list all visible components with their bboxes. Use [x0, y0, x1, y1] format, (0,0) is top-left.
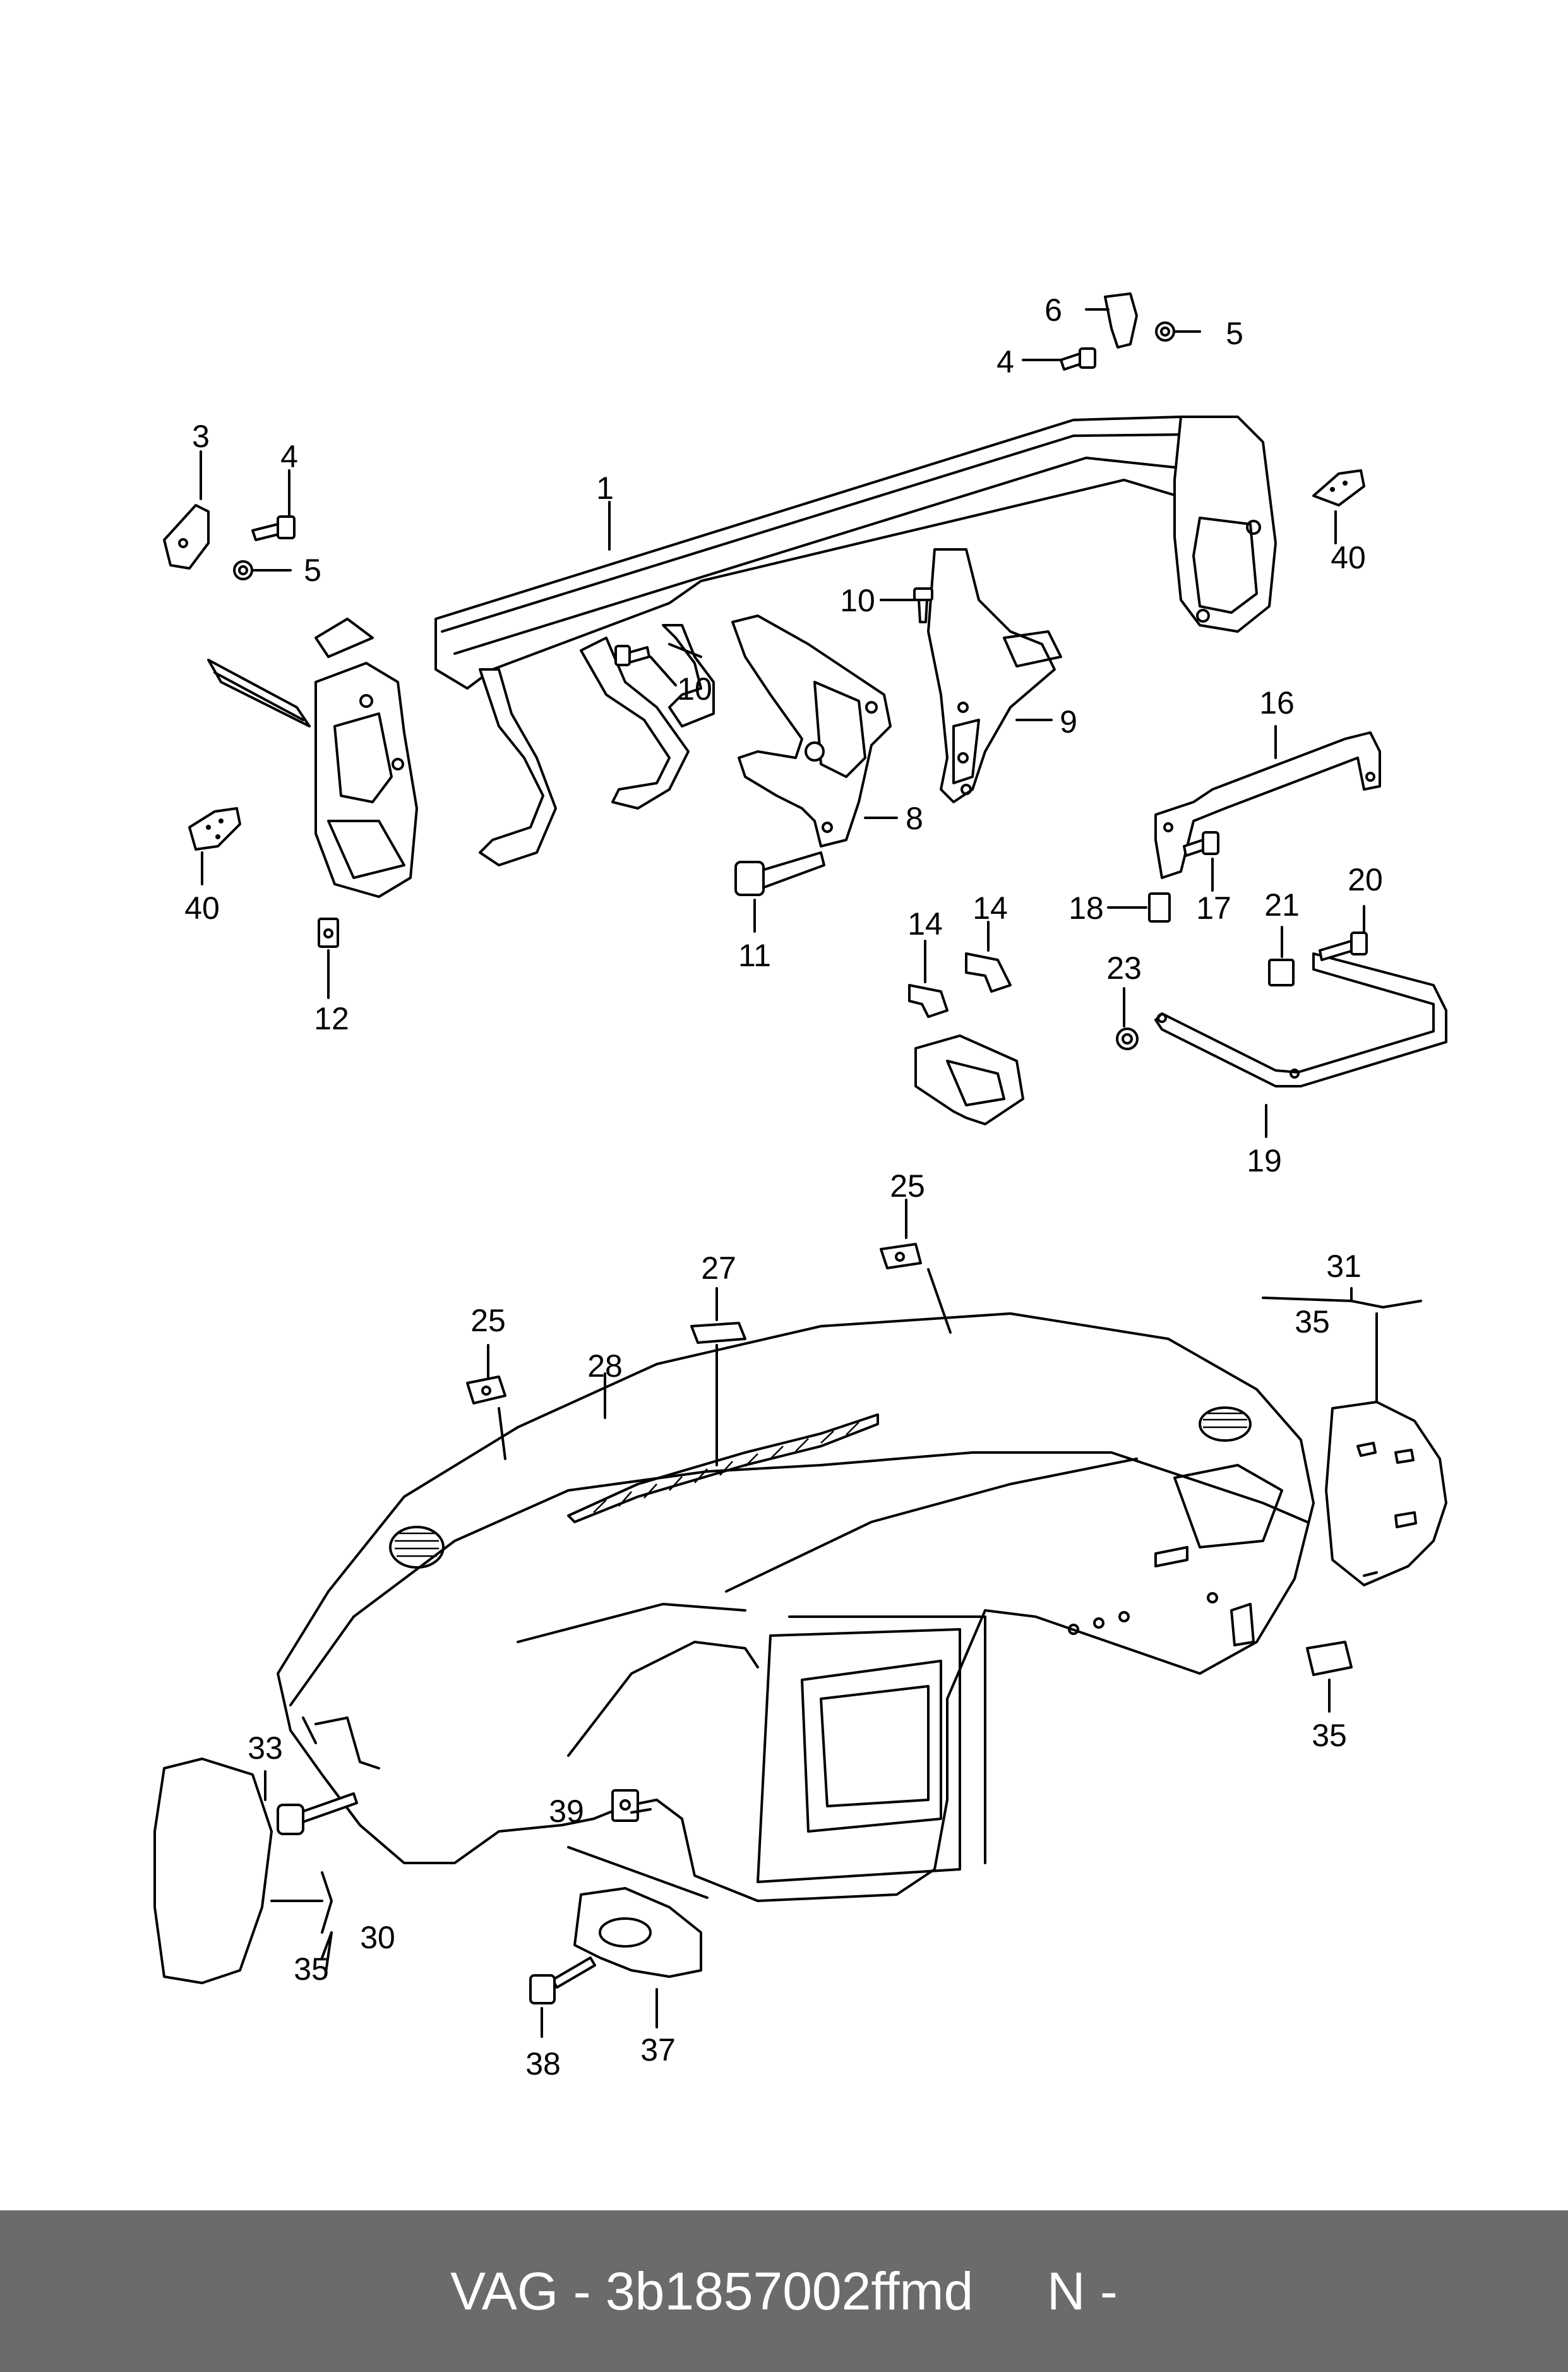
callout-38: 38 — [525, 2046, 561, 2081]
callout-25-top: 25 — [890, 1168, 925, 1204]
callout-30: 30 — [360, 1920, 395, 1955]
callout-5-left: 5 — [304, 553, 321, 588]
callout-28: 28 — [587, 1348, 623, 1384]
fasteners-upper — [163, 292, 1368, 1050]
callout-10-right: 10 — [840, 583, 875, 618]
callout-18: 18 — [1068, 890, 1104, 926]
fasteners-lower — [277, 1243, 1353, 2004]
callout-35-right: 35 — [1312, 1718, 1347, 1753]
callout-4-right: 4 — [996, 344, 1014, 380]
dashboard-part-28 — [277, 1312, 1315, 1902]
parts-exploded-diagram: 1 3 4 5 6 5 4 40 10 10 9 8 16 17 18 40 1… — [153, 292, 1447, 2081]
callout-12: 12 — [314, 1001, 349, 1036]
callout-10-left: 10 — [677, 671, 712, 707]
callout-25-left: 25 — [470, 1303, 506, 1338]
callout-35-top: 35 — [1295, 1304, 1330, 1339]
callout-39: 39 — [549, 1794, 584, 1829]
callout-21: 21 — [1264, 887, 1300, 923]
strap-part-19 — [1154, 952, 1447, 1087]
callout-3: 3 — [192, 419, 210, 454]
callout-9: 9 — [1060, 704, 1077, 740]
callout-8: 8 — [906, 801, 923, 836]
callout-1: 1 — [596, 470, 614, 506]
callout-11: 11 — [738, 938, 771, 973]
callout-23: 23 — [1106, 950, 1142, 986]
side-cover-part-31 — [1325, 1401, 1447, 1586]
cross-member-part-1 — [207, 416, 1277, 898]
callout-27: 27 — [701, 1250, 736, 1286]
callout-5-right: 5 — [1226, 316, 1243, 351]
bracket-part-8 — [731, 614, 892, 848]
callout-37: 37 — [640, 2032, 676, 2068]
bracket-part-9 — [927, 548, 1062, 803]
callout-40-right: 40 — [1331, 540, 1366, 575]
callout-4-left: 4 — [280, 439, 298, 474]
leader-lines — [200, 308, 1422, 2038]
callout-16: 16 — [1259, 685, 1295, 721]
callout-labels: 1 3 4 5 6 5 4 40 10 10 9 8 16 17 18 40 1… — [184, 292, 1383, 2081]
callout-40-left: 40 — [184, 890, 220, 926]
module-part-14 — [908, 952, 1024, 1125]
bracket-part-16 — [1154, 731, 1381, 879]
callout-20: 20 — [1348, 862, 1383, 897]
callout-31: 31 — [1326, 1249, 1362, 1284]
callout-33: 33 — [248, 1730, 283, 1766]
callout-14-right: 14 — [973, 890, 1008, 926]
callout-6: 6 — [1044, 292, 1062, 328]
part-number-caption: VAG - 3b1857002ffmd N - — [450, 2261, 1118, 2321]
callout-19: 19 — [1247, 1143, 1282, 1178]
callout-14-left: 14 — [907, 906, 943, 942]
footer-bar: VAG - 3b1857002ffmd N - — [0, 2210, 1568, 2372]
side-cover-part-30 — [153, 1758, 273, 1984]
callout-35-left: 35 — [294, 1951, 329, 1987]
callout-17: 17 — [1196, 890, 1231, 926]
